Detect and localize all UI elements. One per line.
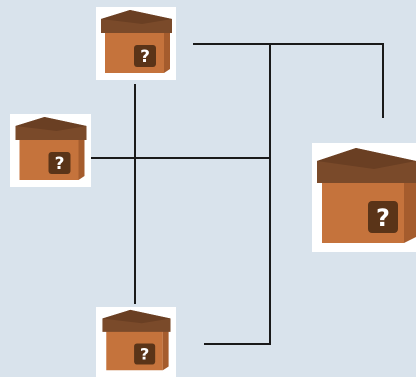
mystery-box-icon: ?: [312, 143, 416, 252]
question-mark-glyph: ?: [140, 345, 149, 364]
mystery-box-icon: ?: [10, 114, 91, 187]
question-mark-glyph: ?: [140, 47, 150, 67]
node-box-right: ?: [312, 143, 416, 252]
node-box-left: ?: [10, 114, 91, 187]
node-box-top: ?: [96, 7, 176, 80]
mystery-box-icon: ?: [96, 7, 176, 80]
node-box-bottom: ?: [96, 307, 176, 377]
question-mark-glyph: ?: [55, 154, 65, 174]
question-mark-glyph: ?: [376, 204, 390, 232]
mystery-box-icon: ?: [97, 307, 175, 377]
